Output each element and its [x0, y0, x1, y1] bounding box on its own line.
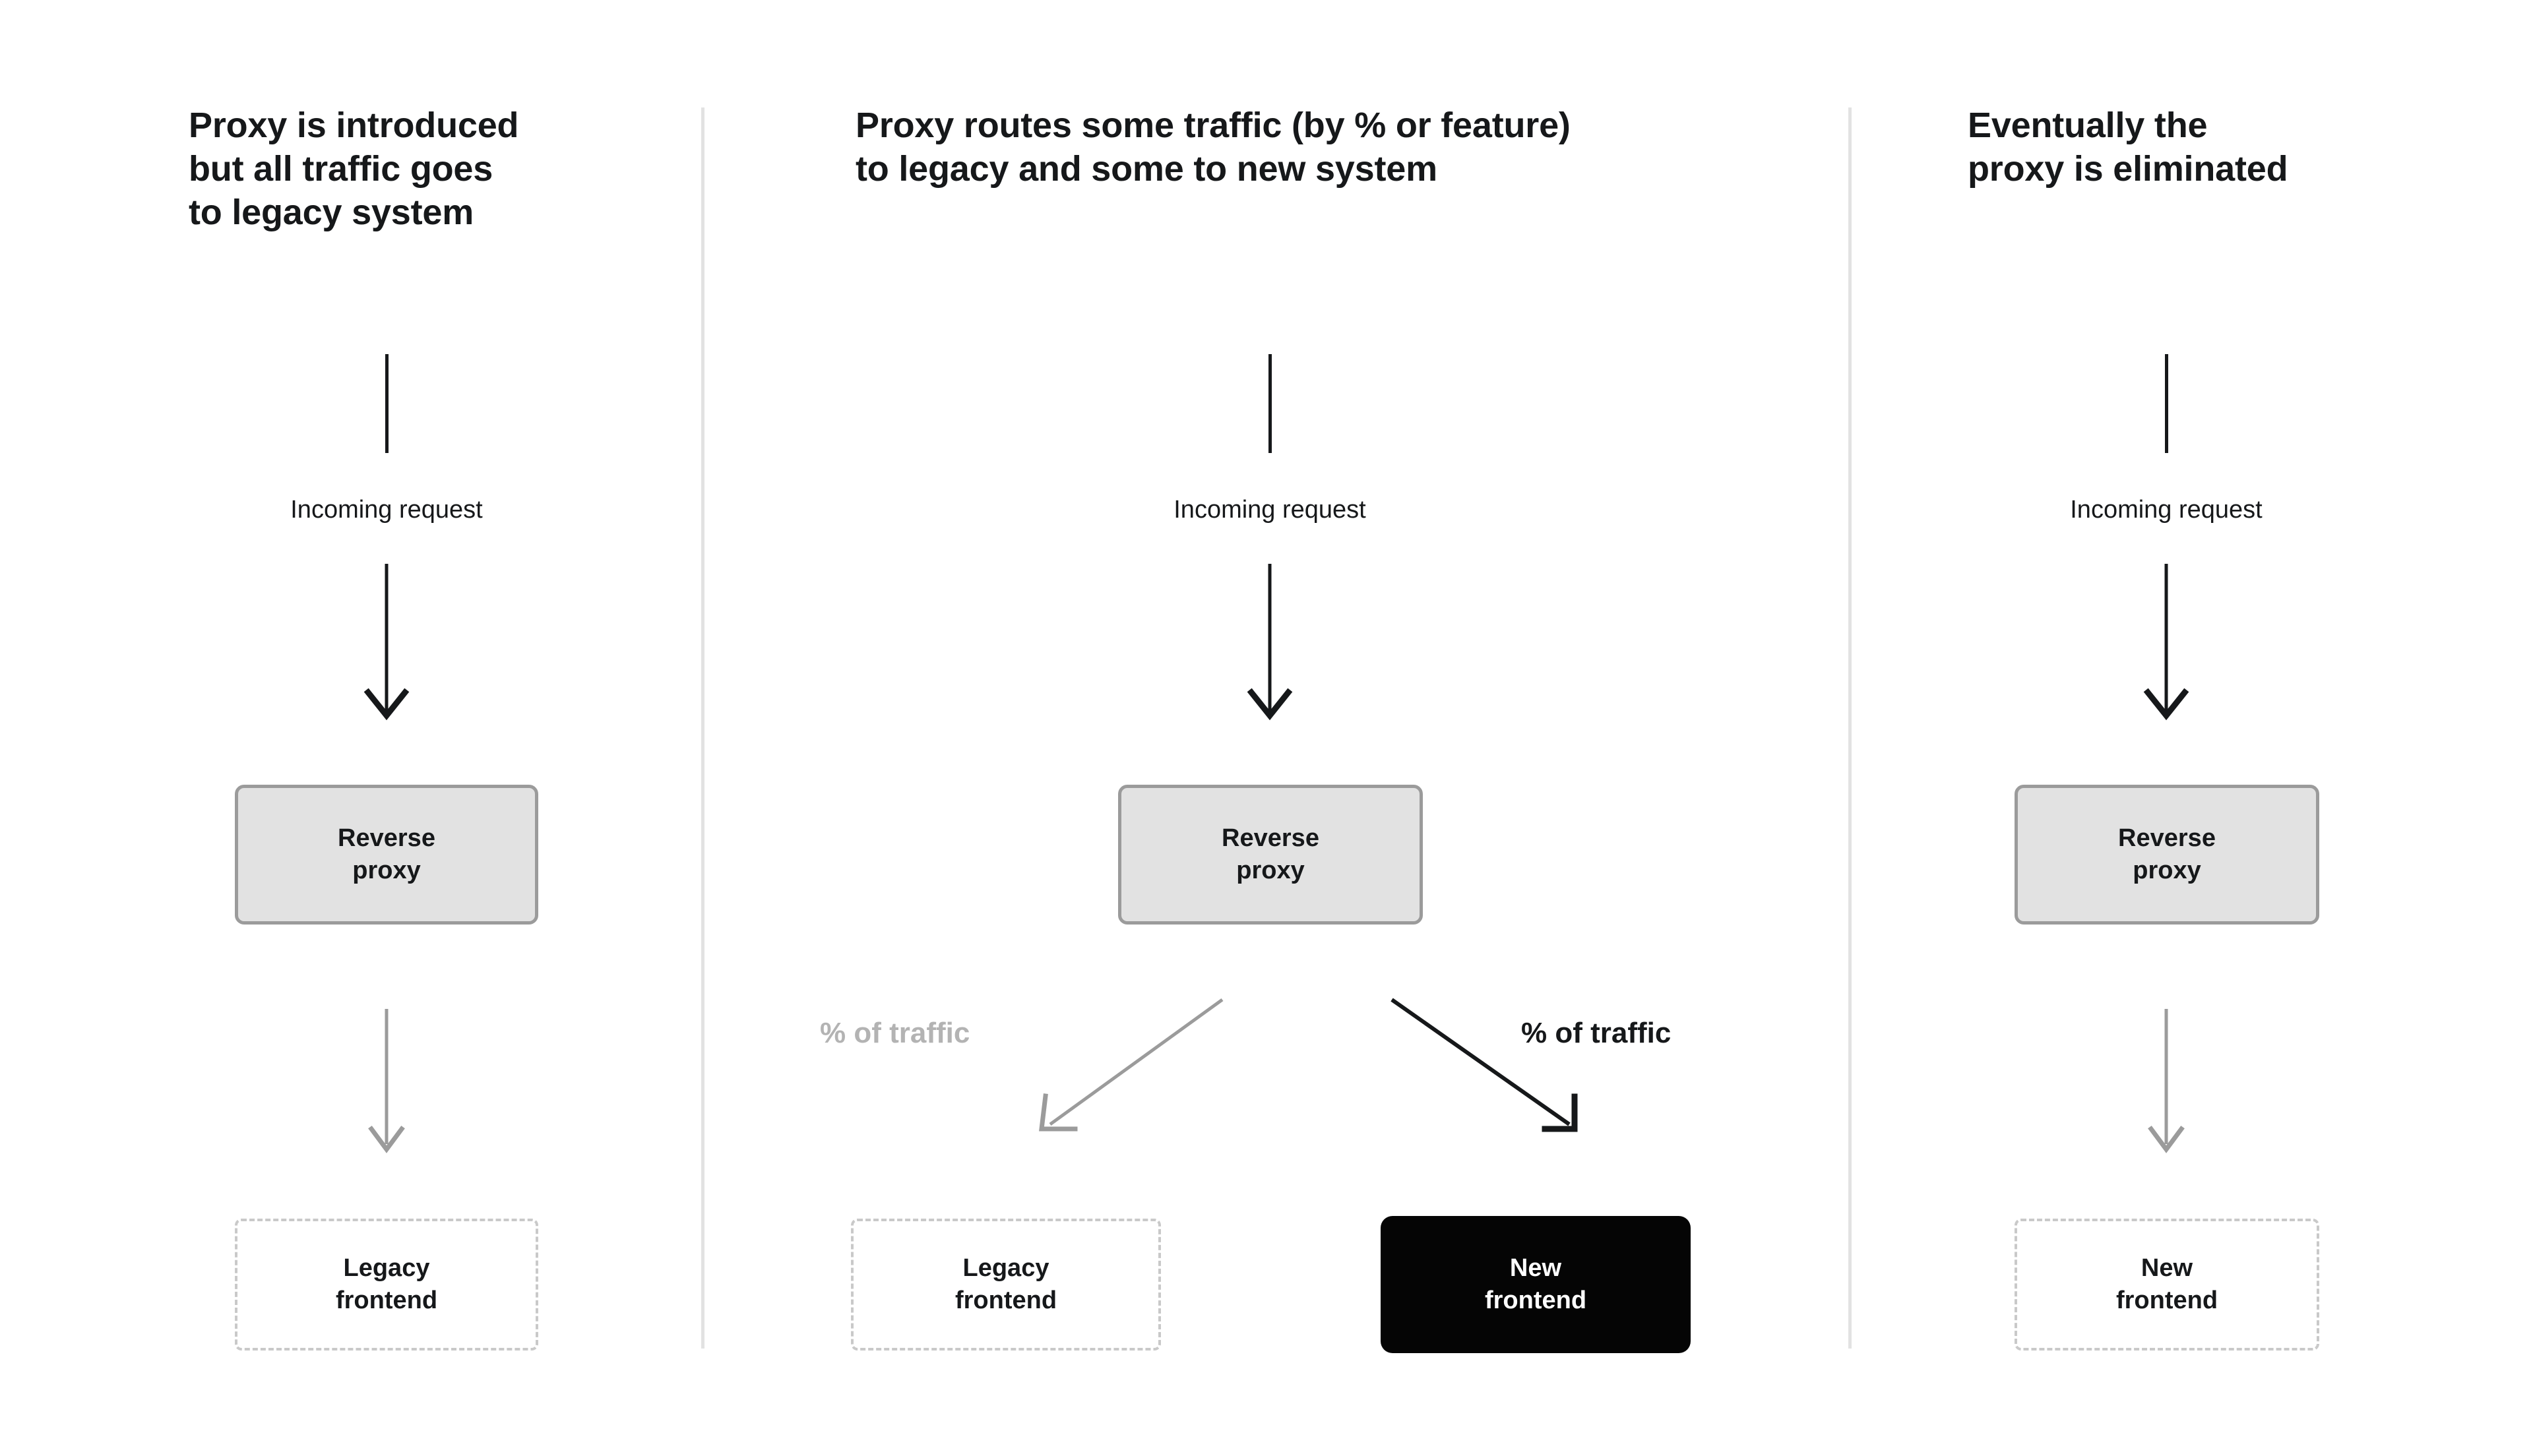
- legacy-frontend-label-2: Legacy frontend: [954, 1254, 1057, 1314]
- traffic-share-label-new: % of traffic: [1521, 1017, 1672, 1049]
- reverse-proxy-label-3: Reverse proxy: [2118, 824, 2216, 884]
- reverse-proxy-node-3[interactable]: Reverse proxy: [2015, 785, 2319, 925]
- column-divider-1: [701, 107, 704, 1349]
- reverse-proxy-label-1: Reverse proxy: [338, 824, 435, 884]
- new-frontend-node-2[interactable]: New frontend: [1381, 1216, 1691, 1353]
- arrow-proxy-to-new-3: [2148, 1009, 2185, 1153]
- new-frontend-label-2: New frontend: [1484, 1254, 1587, 1314]
- reverse-proxy-label-2: Reverse proxy: [1222, 824, 1319, 884]
- legacy-frontend-node-2[interactable]: Legacy frontend: [851, 1219, 1161, 1350]
- stage-column-1: Proxy is introduced but all traffic goes…: [0, 0, 701, 1456]
- arrow-incoming-to-proxy-2: [1247, 564, 1293, 721]
- new-frontend-node-3[interactable]: New frontend: [2015, 1219, 2319, 1350]
- arrow-incoming-to-proxy-1: [363, 564, 410, 721]
- column-divider-2: [1848, 107, 1852, 1349]
- legacy-frontend-node-1[interactable]: Legacy frontend: [235, 1219, 538, 1350]
- stage-1-heading: Proxy is introduced but all traffic goes…: [189, 106, 519, 232]
- incoming-stem-line-2: [1268, 354, 1272, 453]
- stage-2-heading: Proxy routes some traffic (by % or featu…: [856, 106, 1571, 189]
- incoming-stem-line-3: [2165, 354, 2168, 453]
- reverse-proxy-node-2[interactable]: Reverse proxy: [1118, 785, 1423, 925]
- new-frontend-label-3: New frontend: [2115, 1254, 2218, 1314]
- stage-column-3: Eventually the proxy is eliminated Incom…: [1852, 0, 2533, 1456]
- arrow-incoming-to-proxy-3: [2143, 564, 2189, 721]
- stage-3-heading: Eventually the proxy is eliminated: [1968, 106, 2288, 189]
- traffic-share-label-legacy: % of traffic: [820, 1017, 970, 1049]
- incoming-request-label-1: Incoming request: [290, 496, 483, 524]
- reverse-proxy-node-1[interactable]: Reverse proxy: [235, 785, 538, 925]
- incoming-request-label-2: Incoming request: [1173, 496, 1366, 524]
- legacy-frontend-label-1: Legacy frontend: [335, 1254, 438, 1314]
- stage-column-2: Proxy routes some traffic (by % or featu…: [704, 0, 1848, 1456]
- arrow-proxy-to-legacy-1: [368, 1009, 405, 1153]
- incoming-stem-line-1: [385, 354, 389, 453]
- arrow-proxy-to-legacy-2: [1039, 998, 1224, 1132]
- incoming-request-label-3: Incoming request: [2070, 496, 2263, 524]
